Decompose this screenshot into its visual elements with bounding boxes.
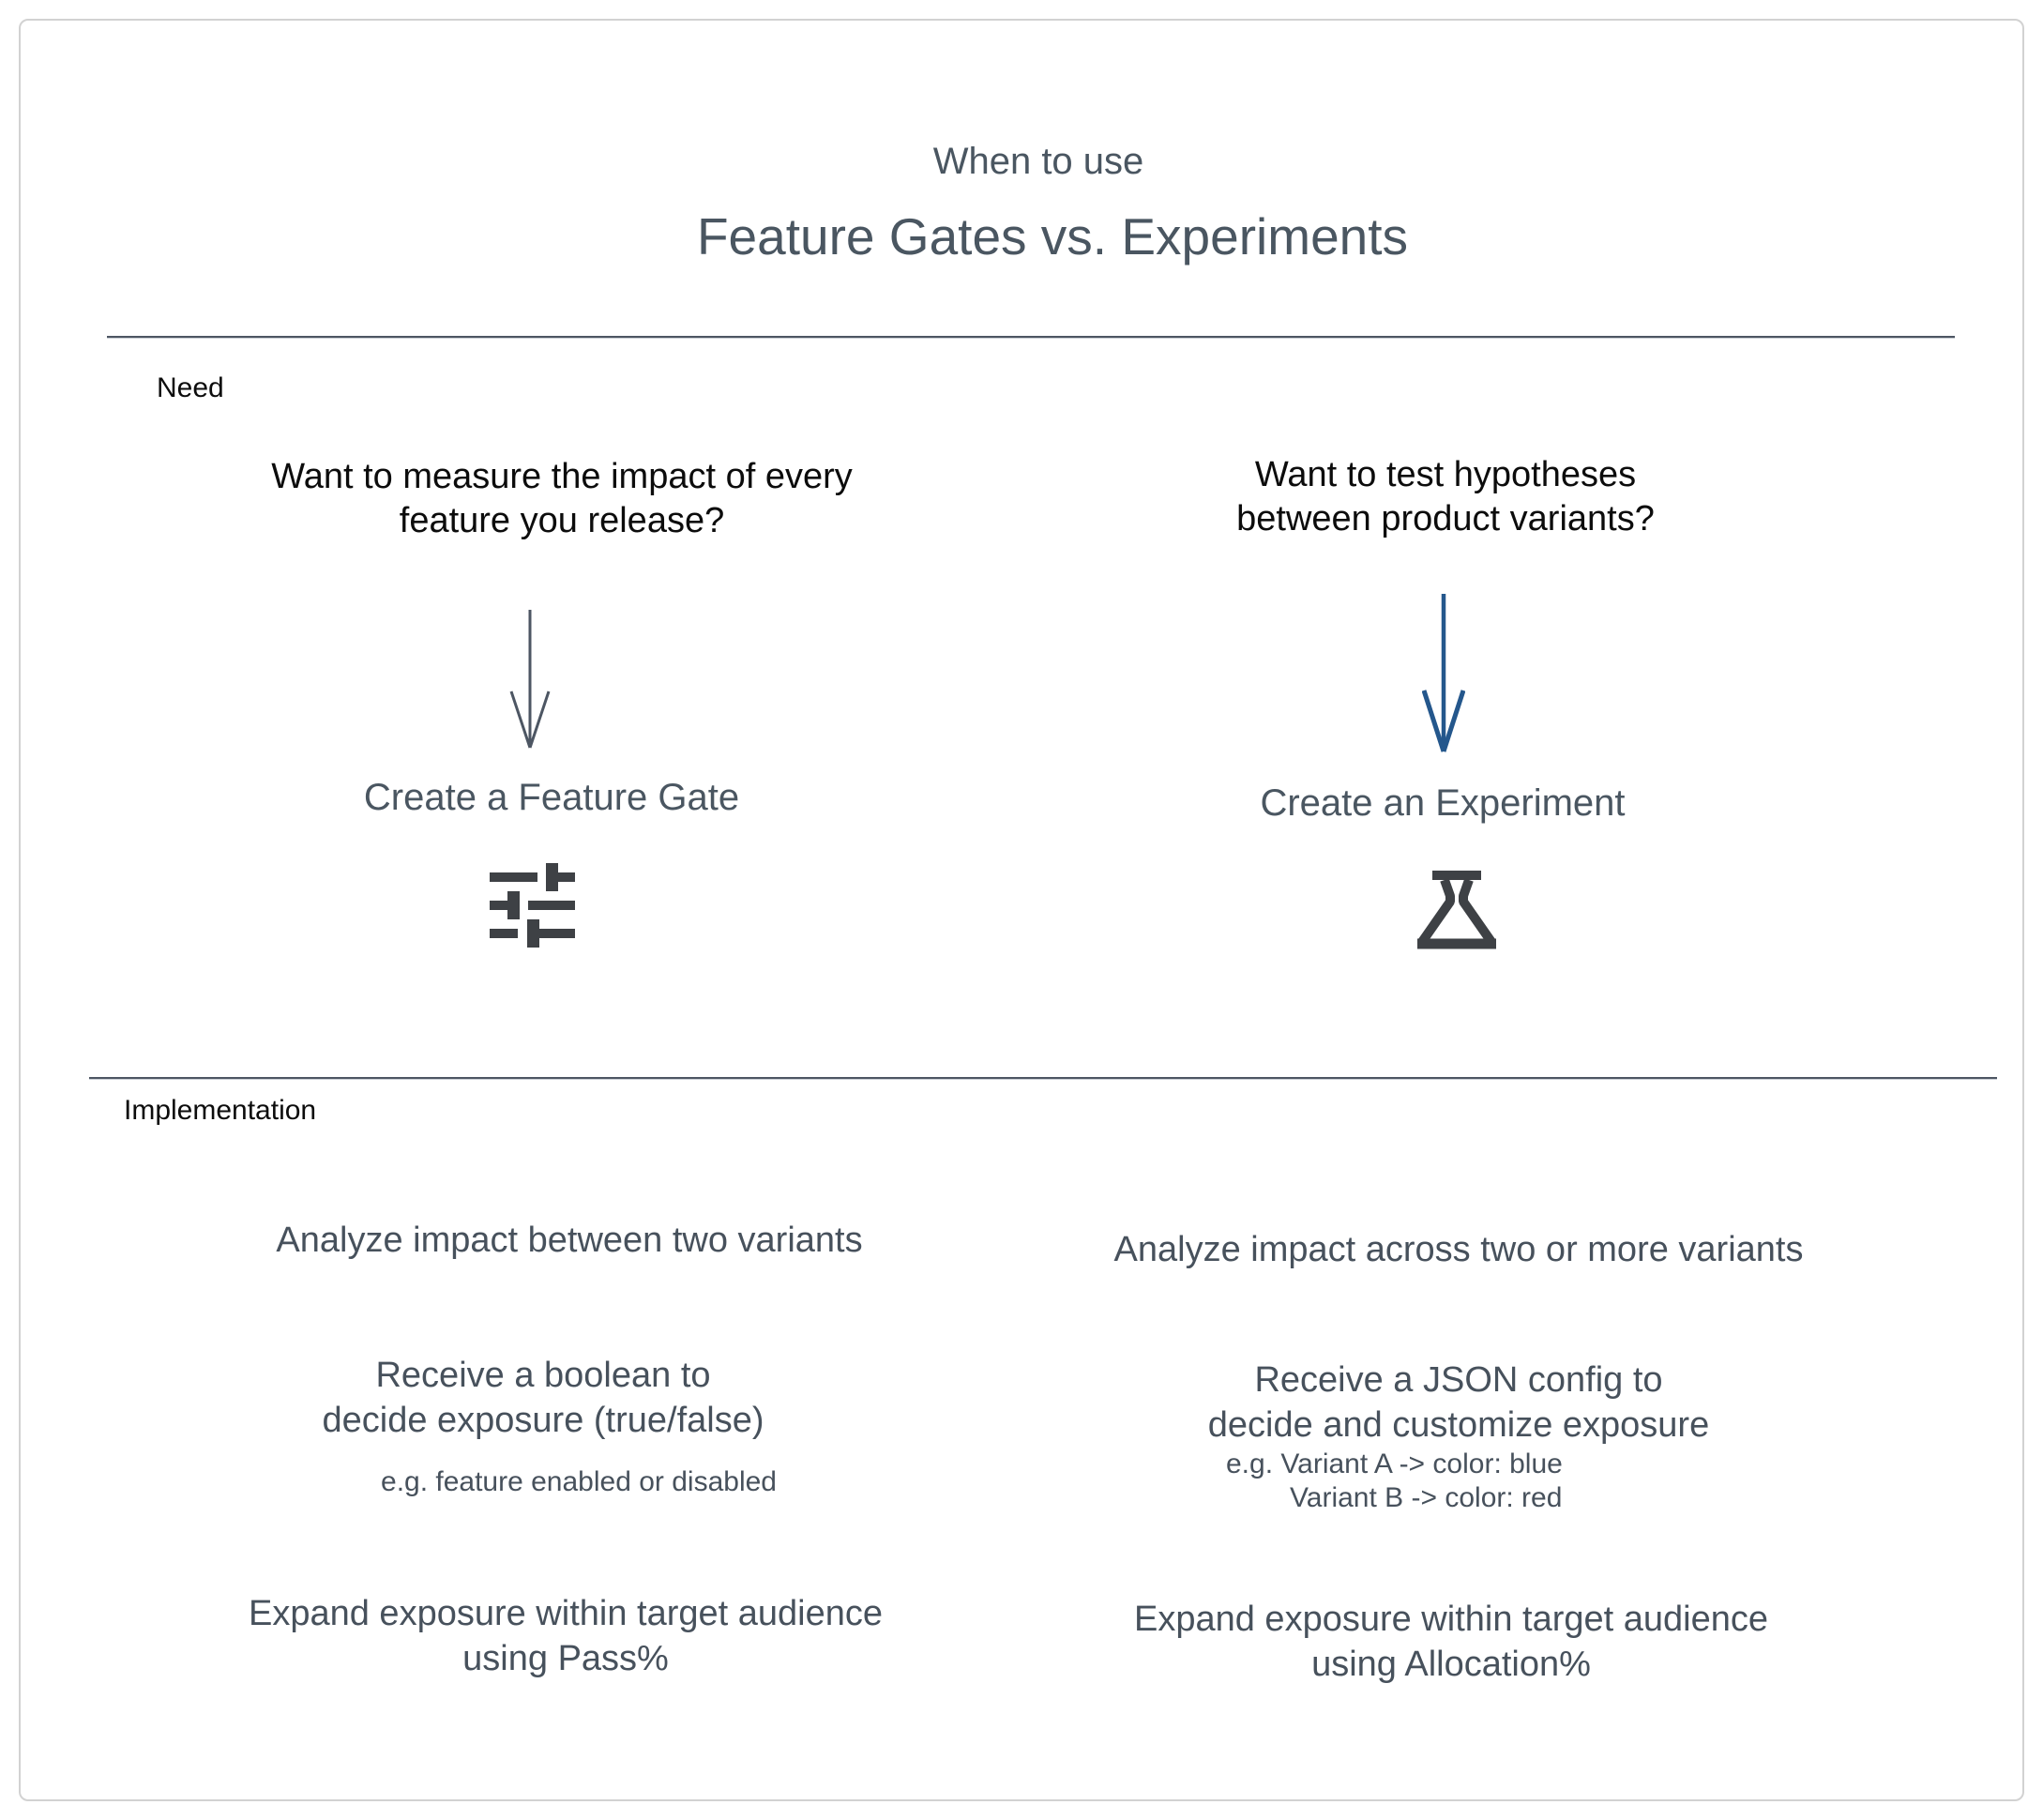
feature-gate-expand-text: Expand exposure within target audience u…	[249, 1591, 883, 1681]
experiment-receive-line1: Receive a JSON config to	[1254, 1360, 1663, 1400]
flask-icon	[1417, 871, 1496, 949]
experiment-question-line2: between product variants?	[1236, 499, 1655, 538]
experiment-expand-text: Expand exposure within target audience u…	[1134, 1597, 1768, 1687]
feature-gate-question-line2: feature you release?	[399, 501, 725, 540]
feature-gate-receive-text: Receive a boolean to decide exposure (tr…	[322, 1353, 764, 1443]
experiment-expand-line2: using Allocation%	[1311, 1645, 1591, 1684]
need-section-divider	[107, 336, 1955, 339]
create-feature-gate-label: Create a Feature Gate	[363, 777, 740, 818]
feature-gate-question: Want to measure the impact of every feat…	[271, 455, 853, 543]
page-title: Feature Gates vs. Experiments	[696, 207, 1409, 265]
experiment-receive-text: Receive a JSON config to decide and cust…	[1208, 1357, 1709, 1448]
experiment-receive-line2: decide and customize exposure	[1207, 1405, 1710, 1445]
feature-gate-receive-line1: Receive a boolean to	[375, 1356, 711, 1395]
experiment-question: Want to test hypotheses between product …	[1236, 453, 1655, 541]
down-arrow-gray-icon	[509, 610, 551, 749]
diagram-canvas: When to use Feature Gates vs. Experiment…	[19, 19, 2024, 1801]
feature-gate-receive-line2: decide exposure (true/false)	[322, 1401, 764, 1440]
feature-gate-expand-line2: using Pass%	[462, 1639, 669, 1678]
experiment-analyze-text: Analyze impact across two or more varian…	[1113, 1230, 1804, 1269]
feature-gate-analyze-text: Analyze impact between two variants	[276, 1221, 863, 1260]
experiment-expand-line1: Expand exposure within target audience	[1133, 1600, 1769, 1639]
create-experiment-label: Create an Experiment	[1260, 782, 1626, 824]
implementation-section-divider	[89, 1077, 1997, 1080]
implementation-section-label: Implementation	[124, 1095, 317, 1126]
sliders-icon	[490, 863, 575, 948]
experiment-example-line2: Variant B -> color: red	[1290, 1482, 1563, 1513]
need-section-label: Need	[157, 372, 224, 403]
feature-gate-question-line1: Want to measure the impact of every	[271, 457, 853, 496]
experiment-example-text: e.g. Variant A -> color: blue Variant B …	[1226, 1448, 1563, 1515]
experiment-question-line1: Want to test hypotheses	[1254, 455, 1637, 494]
feature-gate-example-text: e.g. feature enabled or disabled	[381, 1466, 777, 1497]
experiment-example-line1: e.g. Variant A -> color: blue	[1226, 1448, 1563, 1479]
down-arrow-blue-icon	[1422, 594, 1465, 752]
feature-gate-expand-line1: Expand exposure within target audience	[248, 1594, 884, 1633]
eyebrow-text: When to use	[932, 141, 1144, 182]
